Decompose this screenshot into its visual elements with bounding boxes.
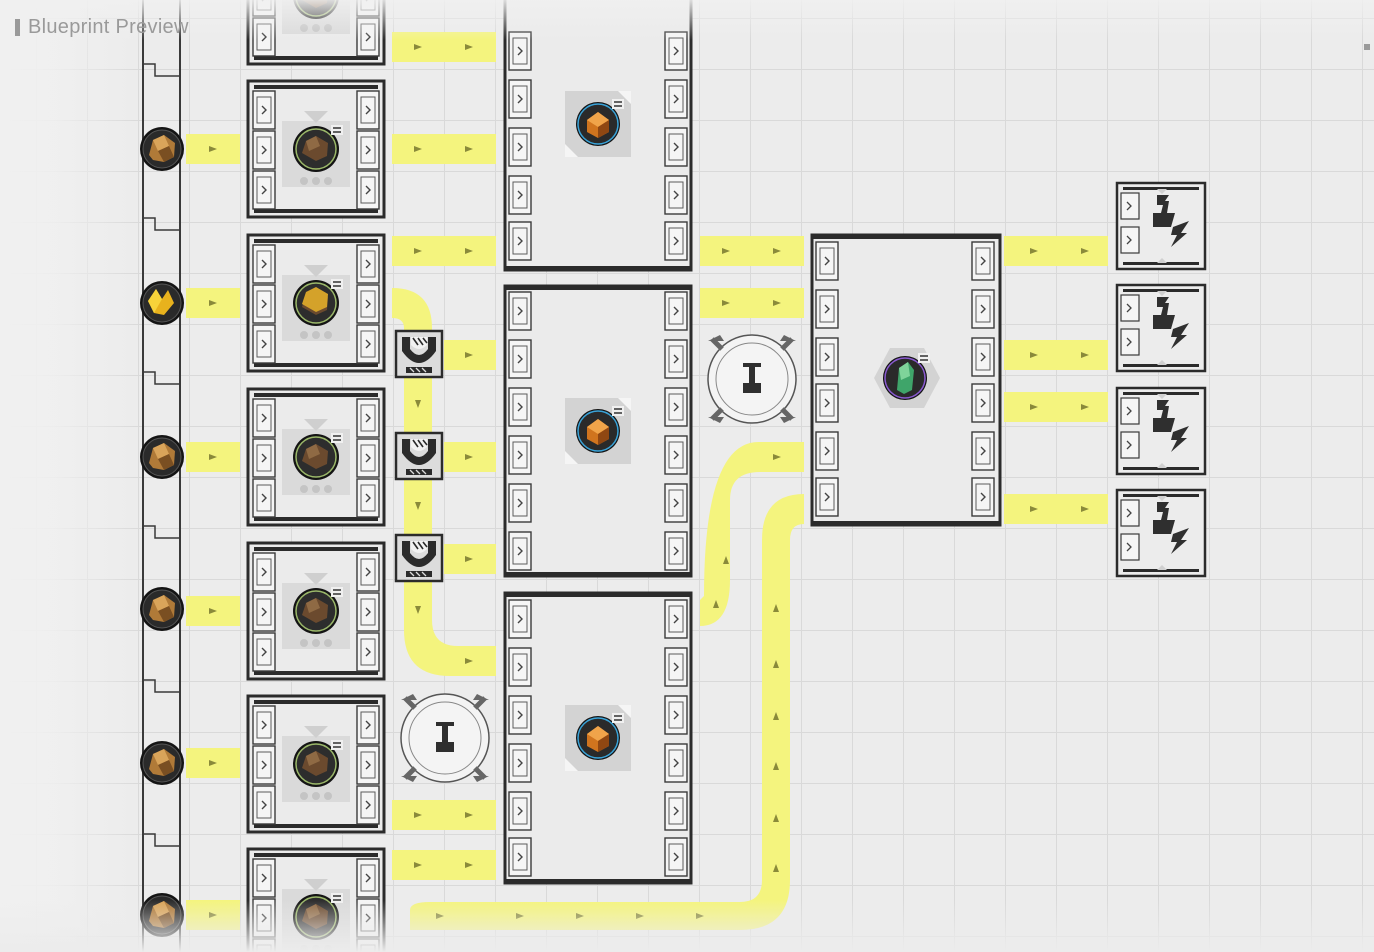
preview-title-bar: Blueprint Preview: [15, 14, 189, 40]
power-pylons[interactable]: [1115, 181, 1207, 578]
assembler-module[interactable]: [810, 233, 1002, 527]
preview-title: Blueprint Preview: [28, 15, 189, 38]
title-accent-bar: [15, 18, 20, 36]
refiner-modules[interactable]: [248, 0, 384, 952]
belt-splitters[interactable]: [394, 329, 444, 583]
corner-marker: [1364, 44, 1370, 50]
ore-nodes: [139, 126, 185, 938]
